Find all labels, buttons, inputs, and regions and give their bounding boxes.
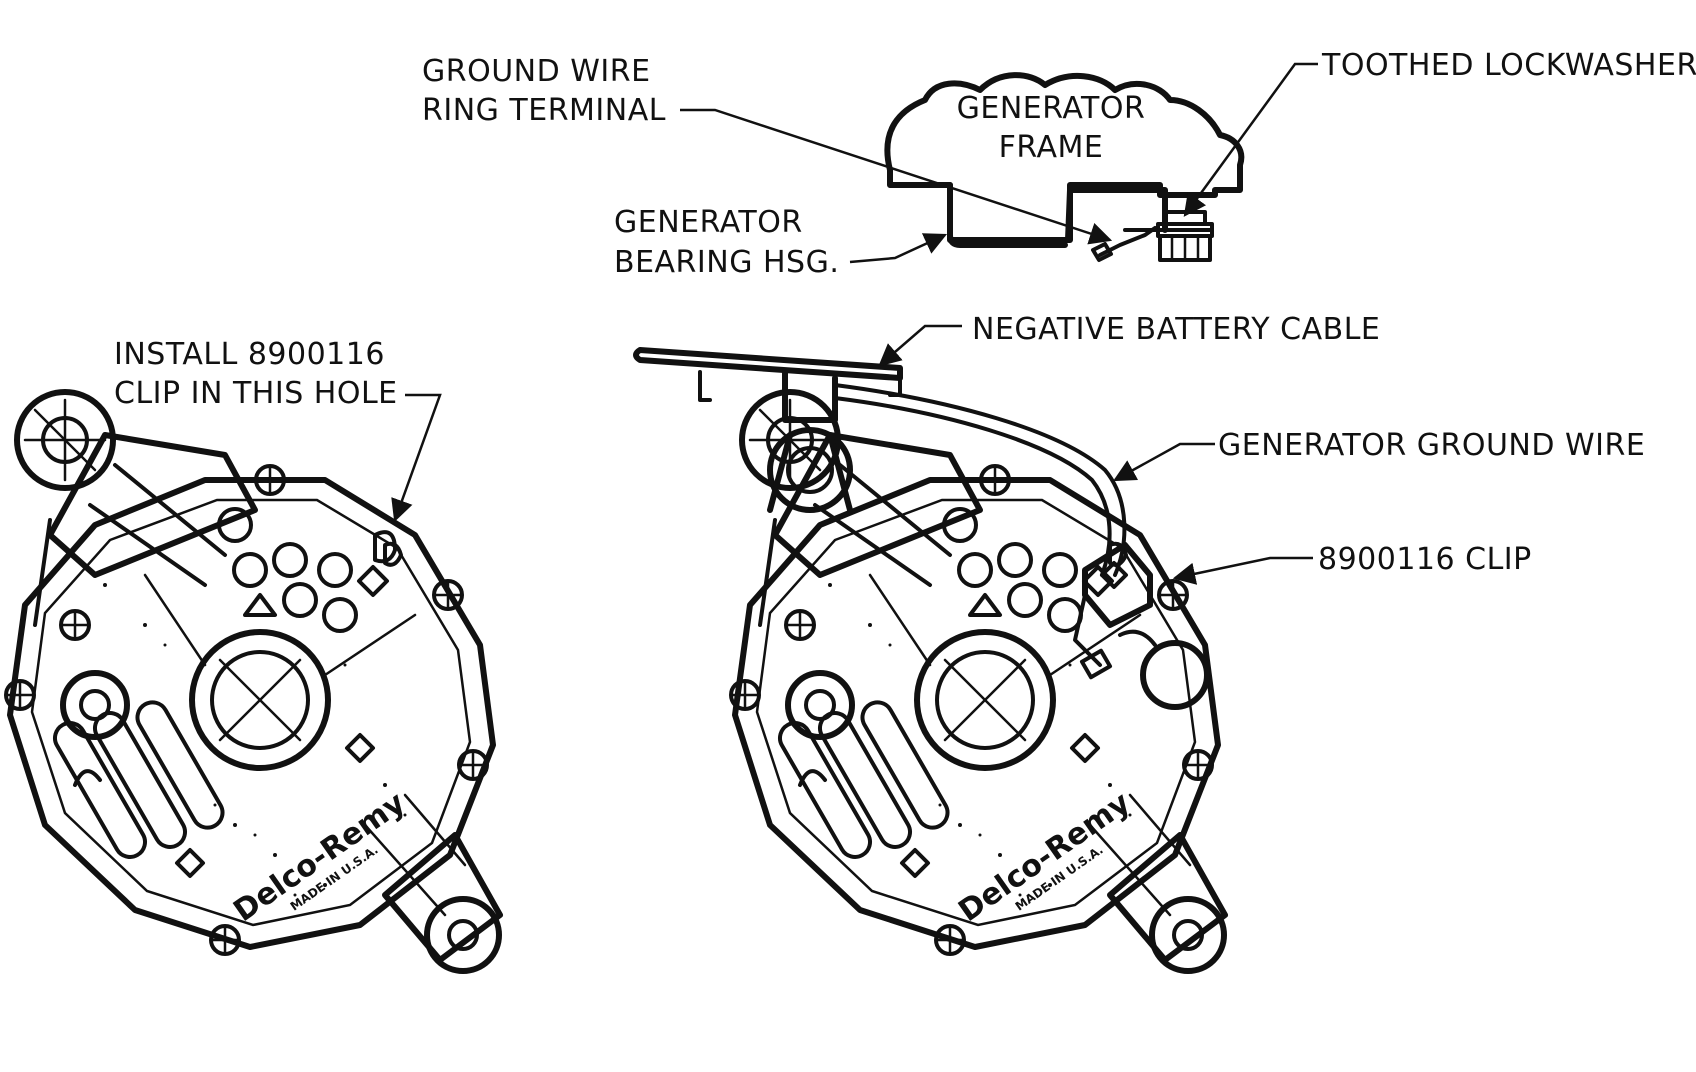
label-toothed-lockwasher: TOOTHED LOCKWASHER	[1321, 48, 1696, 83]
label-install-clip-line1: INSTALL 8900116	[114, 337, 385, 372]
label-ground-wire-line2: RING TERMINAL	[422, 93, 666, 128]
label-generator-ground-wire: GENERATOR GROUND WIRE	[1218, 428, 1645, 463]
leader-lines	[391, 62, 1318, 585]
label-generator-frame-line1: GENERATOR	[957, 91, 1146, 126]
labels: GROUND WIRE RING TERMINAL GENERATOR FRAM…	[114, 48, 1696, 577]
generator-frame-inset	[884, 72, 1245, 262]
label-generator-frame-line2: FRAME	[999, 130, 1104, 165]
label-8900116-clip: 8900116 CLIP	[1318, 542, 1532, 577]
label-install-clip-line2: CLIP IN THIS HOLE	[114, 376, 398, 411]
delco-remy-logo: Delco-Remy MADE IN U.S.A.	[227, 785, 412, 929]
generator-ground-wire	[833, 383, 1127, 577]
clip-hole	[373, 530, 397, 564]
delco-remy-logo-right: Delco-Remy MADE IN U.S.A.	[952, 785, 1137, 929]
label-bearing-hsg-line2: BEARING HSG.	[614, 245, 839, 280]
label-ground-wire-line1: GROUND WIRE	[422, 54, 651, 89]
label-bearing-hsg-line1: GENERATOR	[614, 205, 803, 240]
alternator-before-install: Delco-Remy MADE IN U.S.A.	[6, 392, 500, 971]
label-negative-battery-cable: NEGATIVE BATTERY CABLE	[972, 312, 1380, 347]
alternator-after-install: Delco-Remy MADE IN U.S.A.	[731, 392, 1225, 971]
